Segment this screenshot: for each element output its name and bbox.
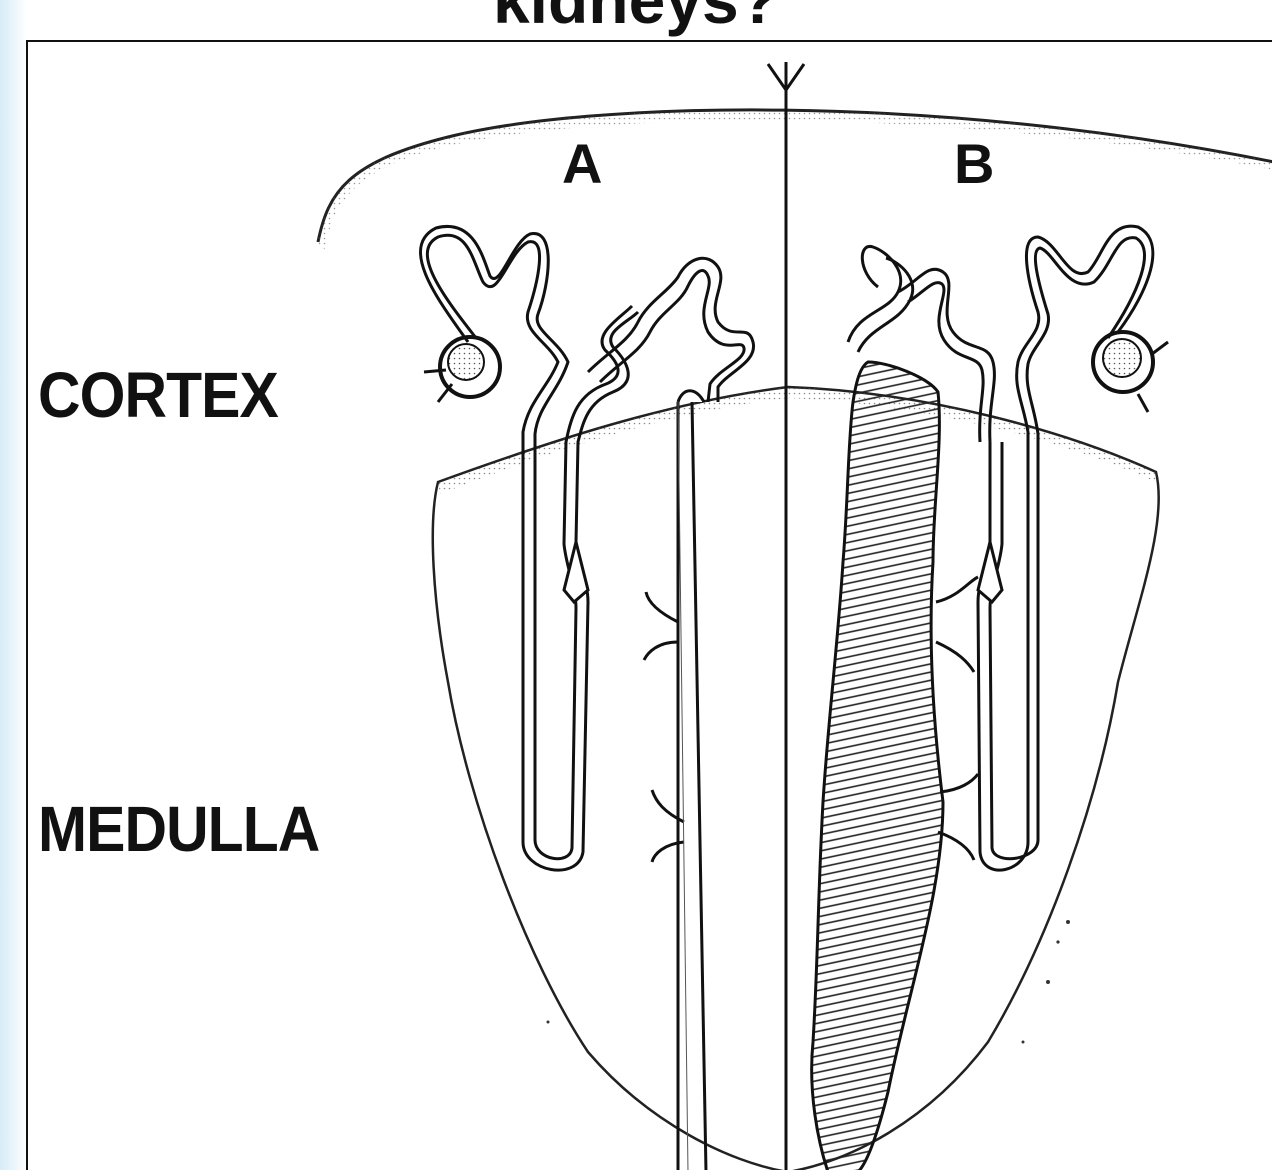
nephron-b-label: B <box>954 134 994 194</box>
kidney-diagram-frame: CORTEX MEDULLA A B <box>26 40 1272 1170</box>
cortex-label: CORTEX <box>38 360 278 430</box>
collecting-duct-b <box>812 362 978 1170</box>
slide-title: kidneys? <box>0 0 1272 40</box>
glomerulus-b <box>1093 332 1168 412</box>
nephron-illustration <box>28 42 1272 1170</box>
nephron-a-tubule-1 <box>420 226 638 870</box>
medulla-pyramid-outline <box>433 387 1159 1170</box>
nephron-a-label: A <box>562 134 602 194</box>
medulla-specks <box>547 920 1071 1044</box>
cortex-outline <box>318 110 1272 242</box>
glomerulus-a <box>424 337 500 402</box>
collecting-duct-a <box>644 391 706 1170</box>
medulla-label: MEDULLA <box>38 794 319 864</box>
nephron-b-tubule-1 <box>978 226 1153 870</box>
